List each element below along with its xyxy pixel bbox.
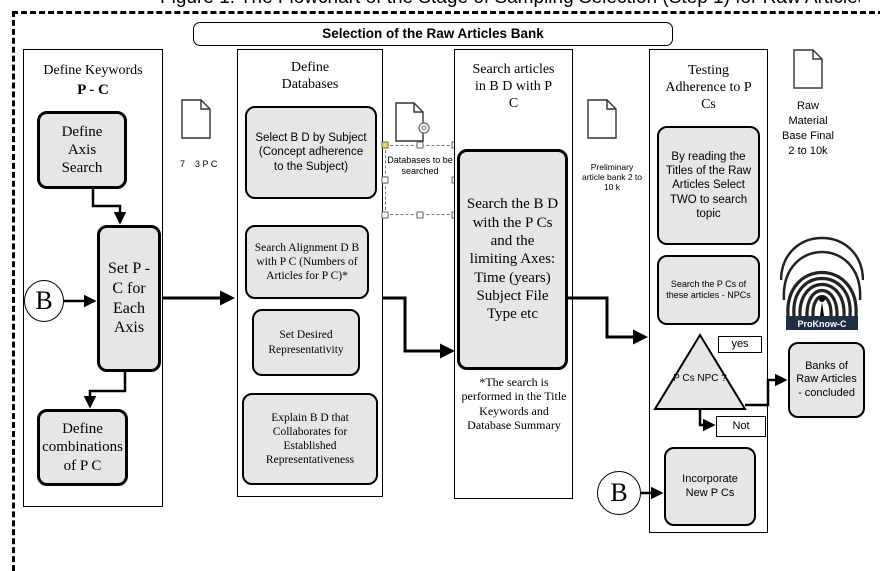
arrow-col2-to-search bbox=[383, 296, 455, 359]
outer-dashed-frame bbox=[12, 11, 880, 571]
banks-concluded-box: Banks of Raw Articles - concluded bbox=[788, 342, 865, 418]
document-icon bbox=[181, 99, 211, 139]
database-document-icon bbox=[395, 102, 430, 142]
incorporate-label: Incorporate New P Cs bbox=[682, 473, 738, 499]
banks-concluded-label: Banks of Raw Articles - concluded bbox=[796, 359, 857, 399]
arrow-axis-to-set bbox=[91, 189, 127, 225]
figure-caption: Figure 1. The Flowchart of the Stage of … bbox=[160, 0, 860, 9]
select-bd-box: Select B D by Subject (Concept adherence… bbox=[245, 106, 377, 199]
connector-b-label: B bbox=[35, 286, 53, 315]
document-icon bbox=[587, 99, 617, 139]
column-subtitle: P - C bbox=[77, 82, 109, 98]
title-box: Selection of the Raw Articles Bank bbox=[193, 22, 673, 46]
incorporate-box: Incorporate New P Cs bbox=[664, 447, 756, 526]
connector-b-circle: B bbox=[597, 471, 641, 515]
logo-text: ProKnow-C bbox=[798, 319, 847, 329]
search-bd-label: Search the B D with the P Cs and the lim… bbox=[466, 196, 559, 323]
yes-label-box: yes bbox=[718, 336, 762, 353]
document-icon bbox=[793, 49, 823, 89]
reading-titles-box: By reading the Titles of the Raw Article… bbox=[657, 126, 760, 245]
arrow-yes-to-banks bbox=[745, 373, 788, 407]
not-label-box: Not bbox=[716, 416, 766, 437]
define-combinations-box: Define combinations of P C bbox=[37, 409, 128, 486]
doc1-label: 7 3 P C bbox=[180, 159, 218, 169]
proknow-c-logo: ProKnow-C bbox=[780, 236, 864, 330]
search-bd-box: Search the B D with the P Cs and the lim… bbox=[457, 149, 568, 370]
decision-label: P Cs NPC ? bbox=[673, 373, 727, 384]
define-axis-label: Define Axis Search bbox=[61, 123, 103, 177]
define-axis-box: Define Axis Search bbox=[37, 111, 127, 189]
connector-b-label: B bbox=[610, 478, 628, 507]
select-bd-label: Select B D by Subject (Concept adherence… bbox=[255, 132, 367, 173]
define-combinations-label: Define combinations of P C bbox=[42, 421, 123, 474]
set-pc-box: Set P - C for Each Axis bbox=[97, 225, 161, 372]
set-desired-box: Set Desired Representativity bbox=[252, 309, 360, 376]
search-footnote: *The search is performed in the Title Ke… bbox=[461, 375, 567, 433]
column-title: Search articles in B D with P C bbox=[472, 62, 555, 111]
search-alignment-label: Search Alignment D B with P C (Numbers o… bbox=[254, 241, 360, 282]
explain-bd-label: Explain B D that Collaborates for Establ… bbox=[265, 411, 355, 467]
preliminary-bank-label: Preliminary article bank 2 to 10 k bbox=[581, 162, 642, 193]
explain-bd-box: Explain B D that Collaborates for Establ… bbox=[242, 393, 378, 485]
flow-arrows bbox=[64, 189, 788, 500]
raw-material-label: Raw Material Base Final 2 to 10k bbox=[782, 100, 834, 157]
column-title: Define Databases bbox=[281, 60, 339, 92]
set-pc-label: Set P - C for Each Axis bbox=[107, 260, 151, 337]
search-pcs-label: Search the P Cs of these articles - NPCs bbox=[666, 279, 751, 300]
arrow-set-to-combinations bbox=[83, 372, 127, 409]
reading-titles-label: By reading the Titles of the Raw Article… bbox=[665, 151, 752, 220]
databases-to-search-label: Databases to be searched bbox=[387, 155, 453, 176]
arrow-decision-to-not bbox=[698, 409, 716, 432]
arrow-search-to-testing bbox=[568, 296, 648, 345]
set-desired-label: Set Desired Representativity bbox=[268, 329, 344, 356]
search-pcs-box: Search the P Cs of these articles - NPCs bbox=[657, 255, 760, 325]
connector-b-circle: B bbox=[24, 280, 64, 322]
column-title: Define Keywords bbox=[43, 63, 143, 78]
search-alignment-box: Search Alignment D B with P C (Numbers o… bbox=[245, 225, 369, 299]
column-title: Testing Adherence to P Cs bbox=[665, 63, 752, 112]
